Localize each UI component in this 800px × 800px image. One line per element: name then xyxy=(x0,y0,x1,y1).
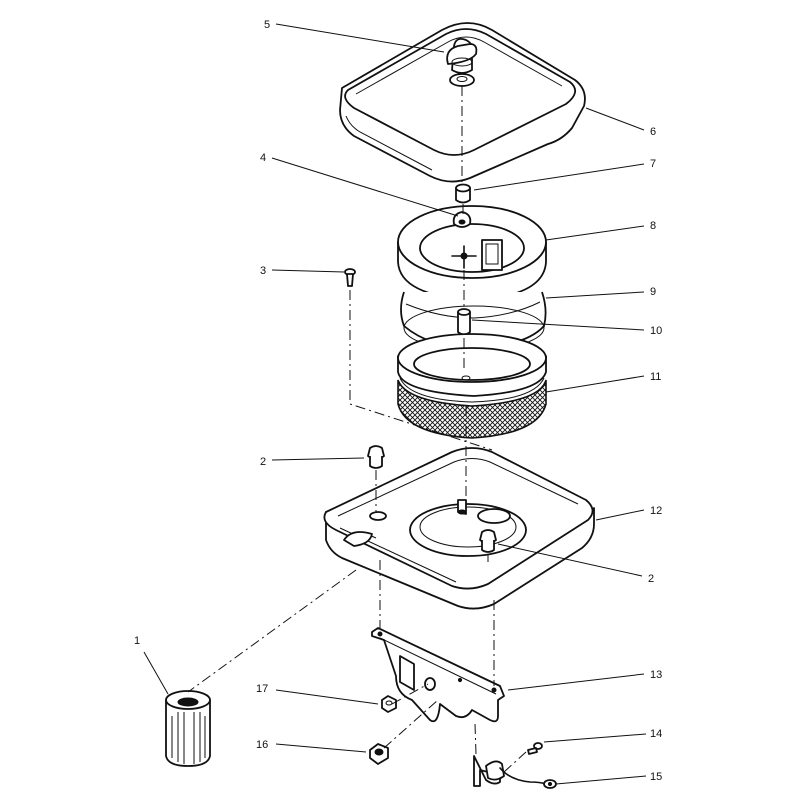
filter-element xyxy=(397,333,547,439)
screw xyxy=(344,268,356,287)
stud-spacer xyxy=(457,308,471,336)
callout-14: 14 xyxy=(650,728,662,740)
callout-10: 10 xyxy=(650,325,662,337)
mounting-bracket xyxy=(371,627,505,723)
callout-17: 17 xyxy=(256,683,268,695)
callout-5: 5 xyxy=(264,19,270,31)
callout-2-upper: 2 xyxy=(260,456,266,468)
cover xyxy=(339,22,586,183)
ground-screw xyxy=(527,742,543,755)
callout-7: 7 xyxy=(650,158,656,170)
leader-lines xyxy=(143,23,647,785)
callout-1: 1 xyxy=(134,635,140,647)
callout-9: 9 xyxy=(650,286,656,298)
callout-2-lower: 2 xyxy=(648,573,654,585)
callout-12: 12 xyxy=(650,505,662,517)
callout-13: 13 xyxy=(650,669,662,681)
callout-3: 3 xyxy=(260,265,266,277)
base xyxy=(323,447,595,610)
nut-17 xyxy=(381,695,397,713)
bolt-left xyxy=(367,445,385,469)
bolt-right xyxy=(479,529,497,553)
spacer-top xyxy=(455,183,471,204)
callout-8: 8 xyxy=(650,220,656,232)
assembly-lines xyxy=(187,86,527,773)
callout-6: 6 xyxy=(650,126,656,138)
ground-clip xyxy=(473,755,557,789)
cylinder-spacer xyxy=(165,690,211,767)
nut-16 xyxy=(369,743,389,765)
callout-4: 4 xyxy=(260,152,266,164)
callout-labels: 5 6 7 4 8 3 9 10 11 2 12 2 1 13 17 16 14… xyxy=(134,19,662,783)
callout-15: 15 xyxy=(650,771,662,783)
callout-11: 11 xyxy=(650,371,661,383)
outer-filter-ring xyxy=(397,205,547,301)
callout-16: 16 xyxy=(256,739,268,751)
